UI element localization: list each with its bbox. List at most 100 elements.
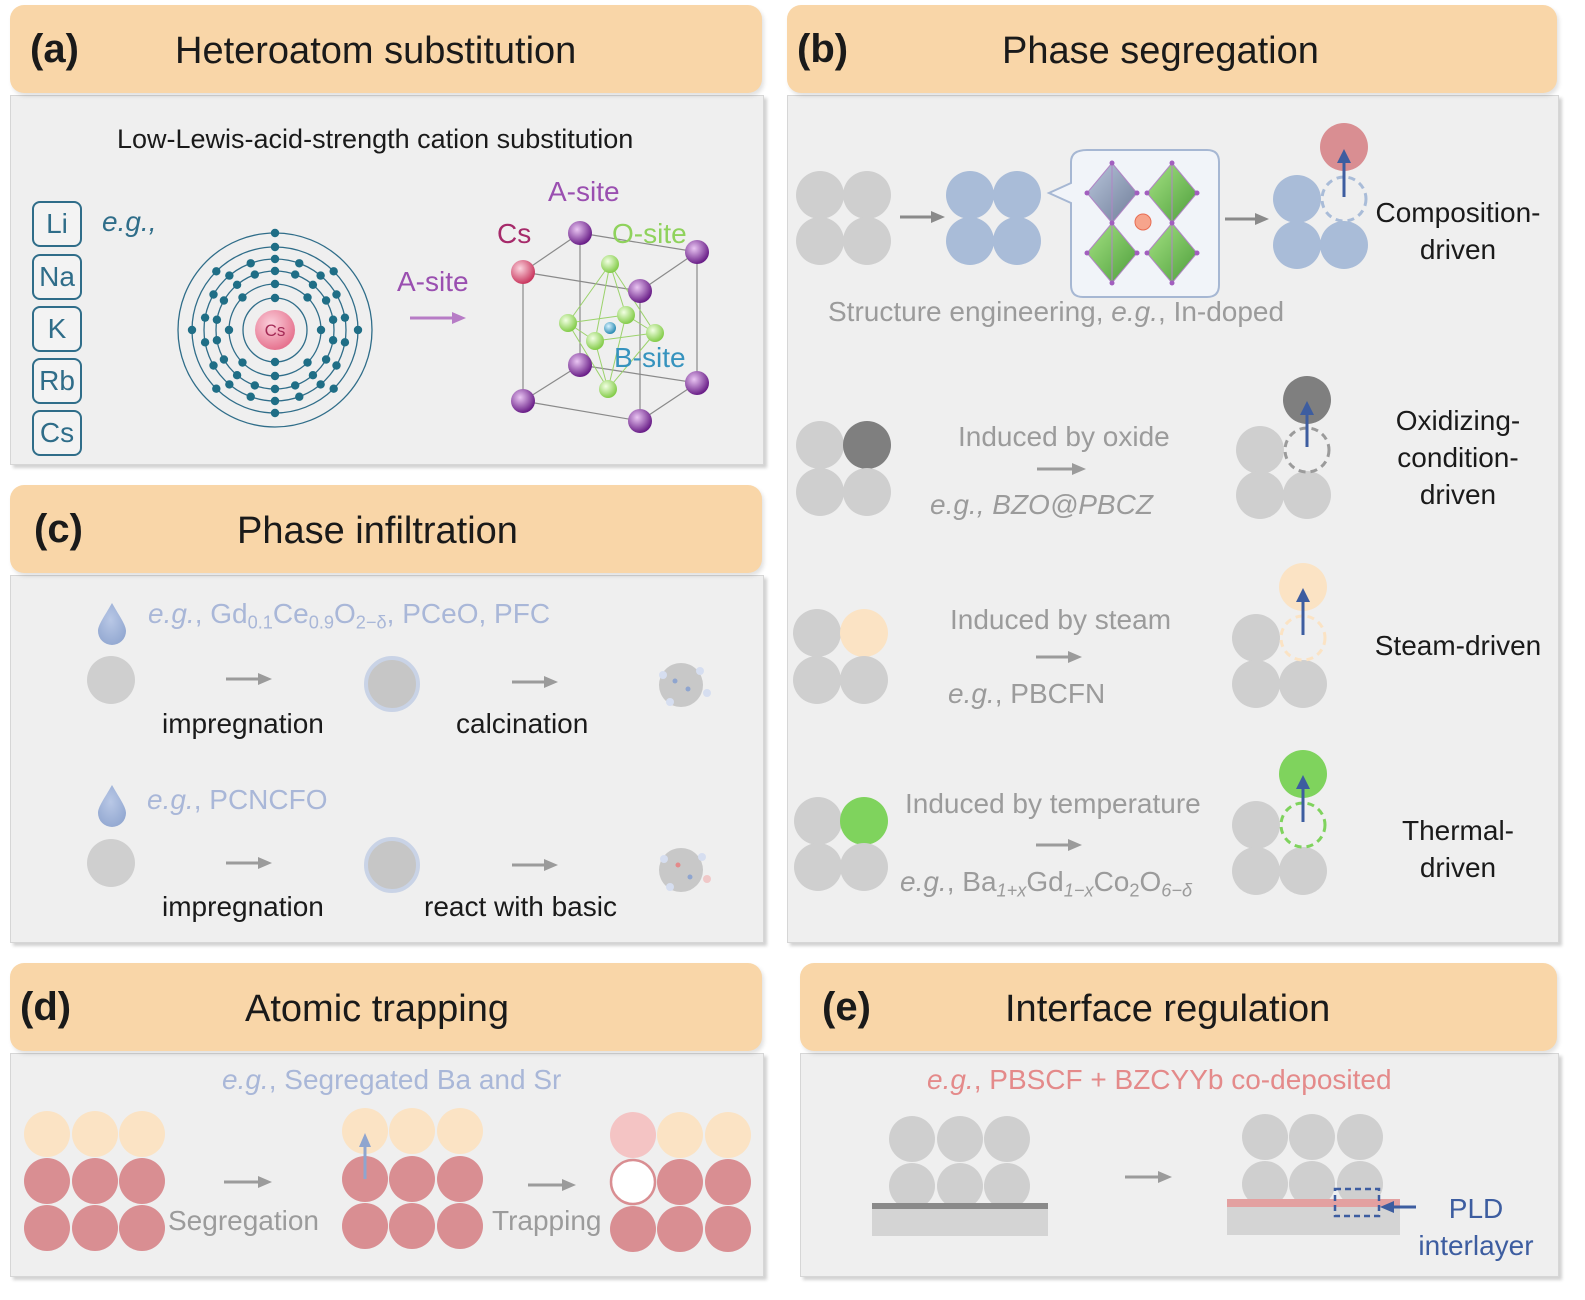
electron [316, 325, 326, 335]
steam-result-cluster [1232, 563, 1327, 708]
electron [316, 380, 325, 389]
electron [321, 296, 331, 305]
electron [270, 279, 280, 289]
electron [225, 380, 234, 389]
panel-a-letter: (a) [30, 27, 79, 71]
arrow-icon [224, 1176, 272, 1188]
electron [290, 270, 300, 279]
panel-e-example: e.g., PBSCF + BZCYYb co-deposited [927, 1064, 1392, 1095]
substrate [1227, 1205, 1400, 1235]
arrow-icon [1037, 463, 1086, 475]
arrow-icon [1036, 839, 1082, 851]
electron [250, 270, 260, 279]
panel-c-graphics [87, 603, 711, 893]
electron [270, 408, 280, 418]
electron [209, 361, 218, 370]
element-box-cs: Cs [32, 410, 82, 456]
electron [246, 259, 255, 268]
site-label-b: B-site [614, 342, 686, 373]
panel-c-row1-example: e.g., Gd0.1Ce0.9O2−δ, PCeO, PFC [148, 598, 551, 633]
panel-e-title: Interface regulation [1005, 988, 1331, 1030]
electron [225, 271, 234, 280]
electron [295, 392, 304, 401]
electron [246, 392, 255, 401]
label-thermal-driven: Thermal-driven [1401, 815, 1514, 883]
electron [295, 259, 304, 268]
electron [290, 381, 300, 390]
panel-a-subtitle: Low-Lewis-acid-strength cation substitut… [117, 124, 634, 154]
grey-cluster-with-interlayer [1242, 1114, 1383, 1207]
oxide-cluster [796, 421, 891, 516]
electron [270, 266, 280, 276]
electron [238, 293, 247, 302]
coated-particle [364, 656, 420, 712]
step-trapping: Trapping [492, 1205, 602, 1236]
initial-lattice [24, 1111, 165, 1251]
electron [270, 293, 280, 303]
panel-a-title: Heteroatom substitution [175, 30, 577, 72]
arrow-icon [1125, 1171, 1172, 1183]
step-react-with-basic: react with basic [424, 891, 617, 922]
panel-d-graphics [24, 1108, 751, 1252]
label-composition-driven: Composition-driven [1375, 197, 1541, 265]
interlayer-highlight-box [1333, 1187, 1381, 1218]
electron [332, 361, 341, 370]
panel-b-graphics [793, 123, 1368, 895]
element-box-li: Li [32, 201, 82, 247]
electron [187, 325, 197, 335]
panel-c-header: (c) Phase infiltration [10, 485, 762, 573]
thermal-cluster [794, 797, 888, 891]
electron [303, 293, 312, 302]
bare-particle [87, 656, 135, 704]
step-segregation: Segregation [168, 1205, 320, 1236]
electrolyte-line [872, 1203, 1048, 1209]
electron [270, 254, 280, 264]
electron [303, 358, 312, 367]
electron [219, 296, 229, 305]
panel-c-title: Phase infiltration [237, 510, 518, 552]
pointer-arrow-icon [1380, 1201, 1416, 1213]
electron [270, 228, 280, 238]
panel-d-header: (d) Atomic trapping [10, 963, 762, 1051]
panel-b-row4-example: e.g., Ba1+xGd1−xCo2O6−δ [900, 866, 1193, 901]
perovskite-unit-cell [511, 221, 709, 433]
a-site-arrow-label: A-site [397, 266, 469, 297]
site-label-a: A-site [548, 176, 620, 207]
panel-e-header: (e) Interface regulation [800, 963, 1557, 1051]
bare-particle [87, 839, 135, 887]
thermal-result-cluster [1232, 750, 1327, 895]
electron [232, 280, 242, 290]
electron [270, 384, 280, 394]
electron [316, 271, 325, 280]
panel-b-row1-caption: Structure engineering, e.g., In-doped [828, 296, 1285, 327]
panel-d-letter: (d) [20, 985, 72, 1029]
cs-dopant-atom [511, 260, 535, 284]
arrow-icon [512, 859, 558, 871]
electron [238, 358, 247, 367]
step-impregnation: impregnation [162, 708, 324, 739]
arrow-icon [1225, 213, 1269, 225]
electron [232, 370, 242, 380]
label-oxidizing-condition-driven: Oxidizing-condition-driven [1395, 405, 1521, 510]
electron [332, 290, 341, 299]
electron [250, 381, 260, 390]
grey-cluster-on-substrate [889, 1116, 1030, 1209]
panel-b-row3-example: e.g., PBCFN [948, 678, 1106, 709]
electron [329, 267, 338, 276]
panel-b-letter: (b) [797, 27, 849, 71]
decorated-particle [659, 663, 711, 707]
electron [209, 290, 218, 299]
induced-by-oxide: Induced by oxide [958, 421, 1170, 452]
electron [212, 267, 221, 276]
steam-cluster [793, 609, 888, 704]
panel-b-header: (b) Phase segregation [787, 5, 1557, 93]
trapped-lattice [609, 1112, 751, 1252]
electron [308, 370, 318, 380]
electron [200, 338, 210, 347]
pld-interlayer [1227, 1199, 1400, 1207]
induced-by-steam: Induced by steam [950, 604, 1172, 635]
electron [340, 338, 350, 347]
electron [212, 384, 221, 393]
electron [353, 325, 363, 335]
electron [329, 384, 338, 393]
